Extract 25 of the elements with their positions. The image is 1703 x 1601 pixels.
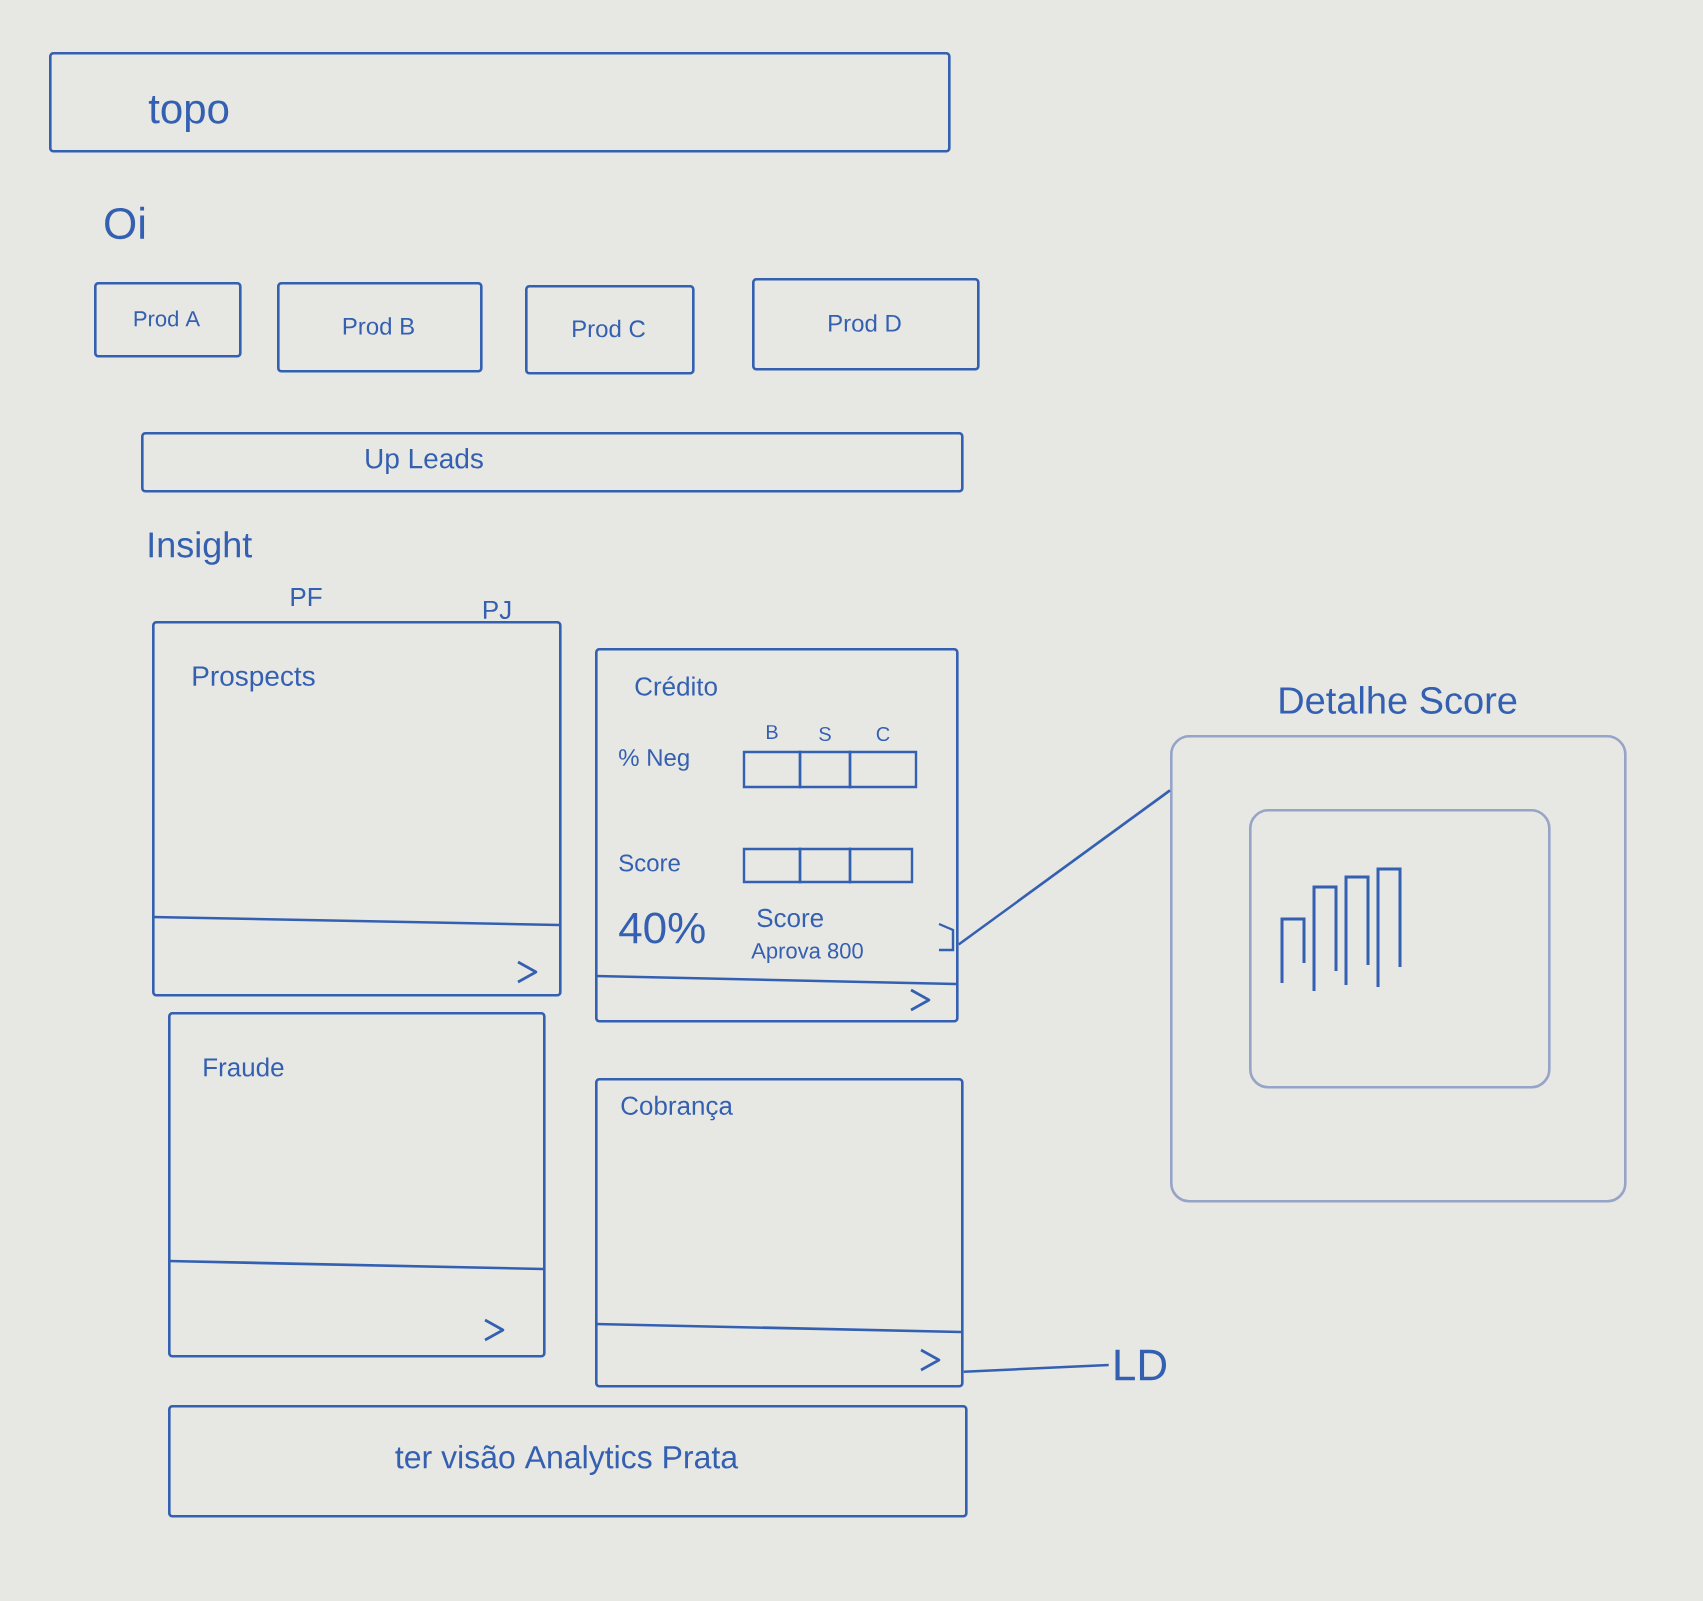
connector-line	[957, 789, 1171, 946]
connector-line	[963, 1363, 1109, 1373]
percent-value: 40%	[619, 912, 705, 944]
metric-label: Score	[619, 854, 680, 872]
bar-letter: C	[876, 726, 890, 742]
card-title: Crédito	[635, 676, 717, 696]
card-title: Fraude	[204, 1057, 284, 1077]
tab-button: Prod C	[525, 285, 695, 375]
tab-button: Prod B	[277, 282, 483, 373]
metric-label: Aprova 800	[751, 943, 863, 963]
heading-text: Oi	[105, 206, 145, 240]
bar-letter: S	[819, 726, 831, 742]
tab-button: Prod A	[94, 282, 242, 358]
bar-letter: B	[767, 725, 778, 739]
metric-label: Score	[757, 908, 823, 928]
footer-bar: ter visão Analytics Prata	[168, 1405, 968, 1518]
text-label: LD	[1115, 1349, 1166, 1381]
tab-button: Prod D	[752, 278, 980, 371]
card-title: Cobrança	[621, 1095, 733, 1121]
header-bar: topo	[49, 52, 951, 153]
panel-heading: Detalhe Score	[1280, 686, 1517, 714]
button-bar: Up Leads	[141, 432, 964, 493]
metric-label: % Neg	[619, 749, 689, 771]
card-title: Prospects	[193, 666, 315, 692]
section-heading: Insight	[149, 531, 252, 565]
